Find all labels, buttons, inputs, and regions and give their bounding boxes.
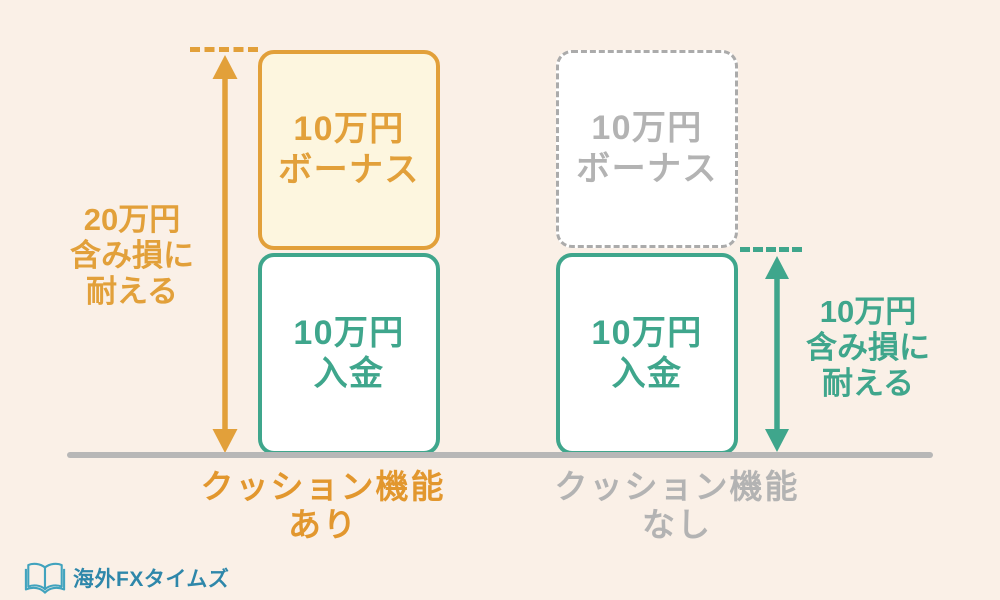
left-measure-arrow <box>212 55 238 453</box>
measure-line: 20万円 <box>83 202 181 237</box>
arrow-up-icon <box>765 256 789 279</box>
left-top-dashed-guide <box>190 47 258 52</box>
measure-line: 10万円 <box>819 294 917 329</box>
group-label-line: クッション機能 <box>200 468 446 505</box>
box-line: ボーナス <box>576 150 718 188</box>
box-line: 10万円 <box>293 313 405 352</box>
box-line: 入金 <box>313 355 385 393</box>
measure-line: 耐える <box>85 274 179 309</box>
box-line: 入金 <box>611 355 683 393</box>
box-line: 10万円 <box>591 108 703 147</box>
box-line: ボーナス <box>278 151 420 189</box>
left-group-label: クッション機能 あり <box>201 468 446 544</box>
left-measure-caption: 20万円 含み損に 耐える <box>70 202 194 310</box>
right-group-label: クッション機能 なし <box>555 468 800 544</box>
right-measure-caption: 10万円 含み損に 耐える <box>806 294 930 402</box>
box-line: 10万円 <box>591 313 703 352</box>
left-bonus-box: 10万円 ボーナス <box>258 50 440 250</box>
group-label-line: クッション機能 <box>554 468 800 505</box>
right-bonus-box-dashed: 10万円 ボーナス <box>556 50 738 248</box>
book-right-page <box>43 562 63 591</box>
left-deposit-box: 10万円 入金 <box>258 253 440 455</box>
brand-name: 海外FXタイムズ <box>73 568 230 591</box>
ground-baseline <box>67 452 933 458</box>
measure-line: 耐える <box>821 366 915 401</box>
group-label-line: なし <box>642 506 712 543</box>
arrow-down-icon <box>765 429 789 452</box>
right-deposit-box: 10万円 入金 <box>556 253 738 455</box>
right-mid-dashed-guide <box>740 247 802 252</box>
right-measure-arrow <box>765 256 789 452</box>
open-book-icon <box>24 562 66 594</box>
book-back-cover <box>24 568 66 594</box>
measure-line: 含み損に <box>806 330 930 365</box>
book-left-page <box>27 562 47 591</box>
box-line: 10万円 <box>293 109 405 148</box>
brand-logo: 海外FXタイムズ <box>24 560 229 596</box>
arrow-up-icon <box>212 55 238 79</box>
arrow-down-icon <box>212 429 238 453</box>
group-label-line: あり <box>288 506 358 543</box>
measure-line: 含み損に <box>70 238 194 273</box>
